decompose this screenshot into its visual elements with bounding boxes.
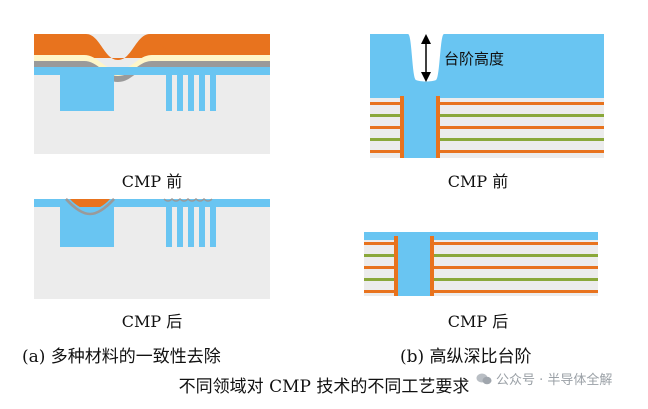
panel-a-caption: (a) 多种材料的一致性去除 [22,347,221,367]
orange-residue [70,199,110,210]
left-stack [364,242,394,293]
panel-b-after [364,232,598,296]
deep-trench [404,96,436,158]
blue-overburden [370,34,604,98]
right-stack [434,242,598,293]
wide-trench [60,67,114,111]
right-stack [440,102,604,153]
orange-bumps [158,37,214,55]
panel-a-before [34,34,270,154]
step-height-label: 台阶高度 [444,50,505,68]
fine-line [210,67,216,111]
panel-a-after-label: CMP 后 [121,312,183,331]
blue-layer [34,67,270,75]
left-stack [370,102,400,153]
step-arrow-head-up [421,34,431,44]
panel-a-after [34,197,270,299]
watermark-text: 公众号 · 半导体全解 [496,373,613,388]
fine-line [166,199,172,247]
wechat-icon [476,373,492,385]
fine-line [188,67,194,111]
fine-line [166,67,172,111]
step-arrow-head-down [421,72,431,82]
watermark: 公众号 · 半导体全解 [476,369,612,388]
gray-layer [34,61,270,82]
fine-line [210,199,216,247]
deep-trench [398,232,430,296]
blue-top [364,232,598,240]
fine-line [177,67,183,111]
panel-b-caption: (b) 高纵深比台阶 [400,347,532,367]
fine-line [199,67,205,111]
fine-line [199,199,205,247]
blue-layer [34,199,270,207]
fine-line [188,199,194,247]
panel-b-before-label: CMP 前 [447,172,509,191]
figure-caption: 不同领域对 CMP 技术的不同工艺要求 [178,377,470,397]
panel-b-before [370,34,604,158]
fine-line [177,199,183,247]
panel-b-after-label: CMP 后 [447,312,509,331]
cream-layer [34,55,270,76]
panel-a-before-label: CMP 前 [121,172,183,191]
